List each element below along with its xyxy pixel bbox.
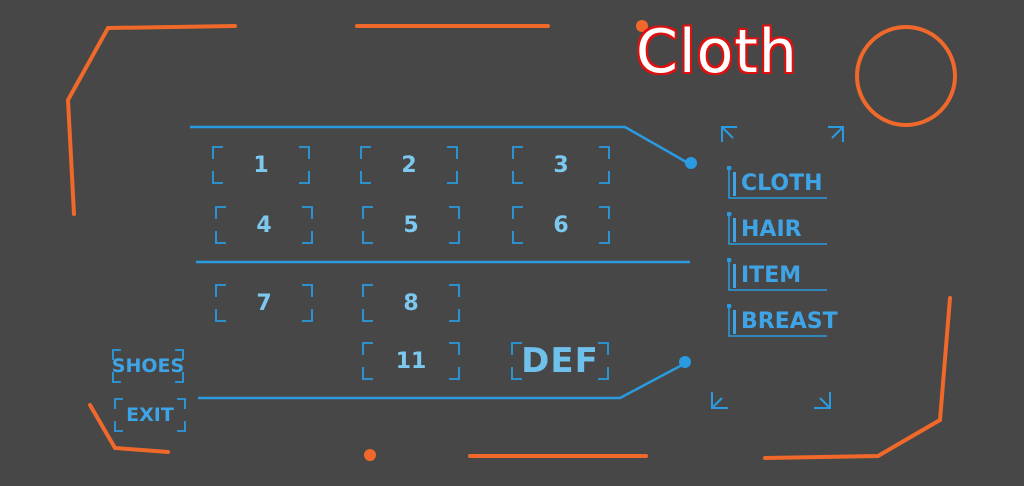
slot-label: 2 (401, 152, 417, 178)
slot-label: 6 (553, 212, 569, 238)
tab-hair[interactable]: HAIR (727, 212, 827, 246)
exit-button[interactable]: EXIT (113, 397, 187, 433)
tab-marker (733, 310, 736, 334)
slot-label: 1 (253, 152, 269, 178)
page-title: Cloth (636, 17, 798, 87)
slot-button-5[interactable]: 5 (361, 205, 461, 245)
slot-label: 11 (395, 348, 427, 374)
slot-label: 8 (403, 290, 419, 316)
tab-item[interactable]: ITEM (727, 258, 827, 292)
slot-button-11[interactable]: 11 (361, 341, 461, 381)
slot-label: 5 (403, 212, 419, 238)
tab-cloth[interactable]: CLOTH (727, 166, 827, 200)
shoes-label: SHOES (111, 355, 185, 377)
slot-label: DEF (521, 341, 599, 381)
slot-label: 7 (256, 290, 272, 316)
slot-button-4[interactable]: 4 (214, 205, 314, 245)
slot-button-1[interactable]: 1 (211, 145, 311, 185)
slot-button-7[interactable]: 7 (214, 283, 314, 323)
slot-label: 3 (553, 152, 569, 178)
tab-marker (733, 264, 736, 288)
tab-marker (733, 172, 736, 196)
slot-button-6[interactable]: 6 (511, 205, 611, 245)
exit-label: EXIT (126, 404, 174, 426)
slot-label: 4 (256, 212, 272, 238)
default-button[interactable]: DEF (510, 341, 610, 381)
slot-button-3[interactable]: 3 (511, 145, 611, 185)
tab-label: CLOTH (741, 170, 823, 196)
shoes-button[interactable]: SHOES (111, 348, 185, 384)
tab-marker (733, 218, 736, 242)
tab-label: BREAST (741, 308, 838, 334)
slot-button-8[interactable]: 8 (361, 283, 461, 323)
tab-breast[interactable]: BREAST (727, 304, 838, 338)
slot-button-2[interactable]: 2 (359, 145, 459, 185)
tab-label: ITEM (741, 262, 802, 288)
tab-label: HAIR (741, 216, 802, 242)
